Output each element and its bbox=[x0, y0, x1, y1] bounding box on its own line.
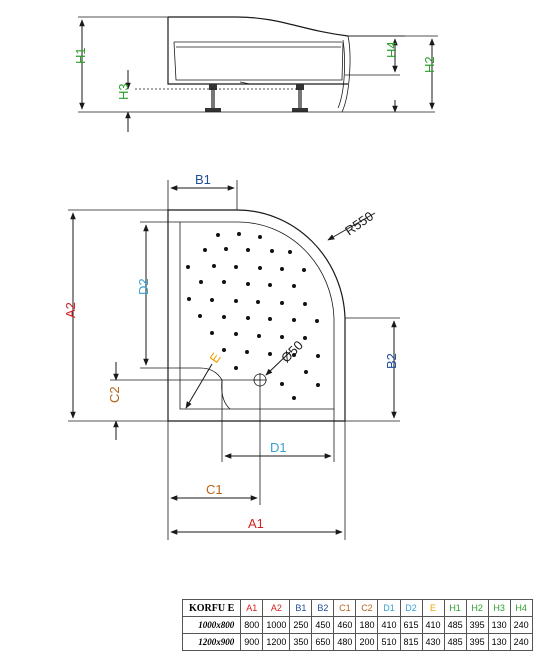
label-b2: B2 bbox=[384, 353, 399, 369]
col-a1: A1 bbox=[240, 599, 264, 617]
table-row: 1000x800 800 1000 250 450 460 180 410 61… bbox=[181, 616, 533, 634]
adjustable-leg bbox=[205, 84, 221, 112]
label-h3: H3 bbox=[116, 83, 131, 100]
table-cell: 450 bbox=[311, 616, 335, 634]
label-h1: H1 bbox=[73, 47, 88, 64]
label-h2: H2 bbox=[422, 56, 437, 73]
label-a2: A2 bbox=[63, 302, 78, 318]
adjustable-leg bbox=[292, 84, 308, 112]
table-cell: 800 bbox=[240, 616, 264, 634]
table-cell: 350 bbox=[289, 633, 313, 651]
table-cell: 1000 bbox=[262, 616, 291, 634]
table-cell: 410 bbox=[421, 616, 445, 634]
label-h4: H4 bbox=[384, 41, 399, 58]
table-cell: 395 bbox=[465, 616, 489, 634]
table-header-row: KORFU E A1 A2 B1 B2 C1 C2 D1 D2 E H1 H2 … bbox=[181, 599, 533, 617]
dimensions-table: KORFU E A1 A2 B1 B2 C1 C2 D1 D2 E H1 H2 … bbox=[181, 599, 533, 651]
table-cell: 240 bbox=[509, 633, 533, 651]
side-view bbox=[78, 16, 438, 132]
technical-drawing: H1 H3 H4 H2 bbox=[63, 16, 438, 540]
table-cell: 615 bbox=[399, 616, 423, 634]
row-size: 1000x800 bbox=[181, 616, 242, 634]
table-cell: 250 bbox=[289, 616, 313, 634]
col-a2: A2 bbox=[262, 599, 291, 617]
row-size: 1200x900 bbox=[181, 633, 242, 651]
label-d2: D2 bbox=[136, 278, 151, 295]
label-r550: R550 bbox=[342, 208, 376, 238]
table-cell: 430 bbox=[421, 633, 445, 651]
col-h1: H1 bbox=[443, 599, 467, 617]
table-cell: 240 bbox=[509, 616, 533, 634]
col-c2: C2 bbox=[355, 599, 379, 617]
table-cell: 650 bbox=[311, 633, 335, 651]
table-row: 1200x900 900 1200 350 650 480 200 510 81… bbox=[181, 633, 533, 651]
col-d2: D2 bbox=[399, 599, 423, 617]
col-d1: D1 bbox=[377, 599, 401, 617]
label-phi50: Ø50 bbox=[278, 338, 306, 366]
plan-view bbox=[68, 180, 400, 540]
label-d1: D1 bbox=[270, 440, 287, 455]
col-b1: B1 bbox=[289, 599, 313, 617]
col-b2: B2 bbox=[311, 599, 335, 617]
col-e: E bbox=[421, 599, 445, 617]
table-cell: 510 bbox=[377, 633, 401, 651]
table-cell: 200 bbox=[355, 633, 379, 651]
col-h4: H4 bbox=[509, 599, 533, 617]
label-e: E bbox=[206, 350, 223, 366]
col-h3: H3 bbox=[487, 599, 511, 617]
table-cell: 410 bbox=[377, 616, 401, 634]
table-cell: 480 bbox=[333, 633, 357, 651]
table-cell: 815 bbox=[399, 633, 423, 651]
label-c2: C2 bbox=[107, 386, 122, 403]
table-cell: 130 bbox=[487, 633, 511, 651]
col-h2: H2 bbox=[465, 599, 489, 617]
table-cell: 485 bbox=[443, 633, 467, 651]
table-cell: 1200 bbox=[262, 633, 291, 651]
table-cell: 180 bbox=[355, 616, 379, 634]
label-c1: C1 bbox=[206, 482, 223, 497]
table-cell: 485 bbox=[443, 616, 467, 634]
table-cell: 460 bbox=[333, 616, 357, 634]
table-cell: 395 bbox=[465, 633, 489, 651]
table-cell: 130 bbox=[487, 616, 511, 634]
model-name: KORFU E bbox=[181, 599, 242, 617]
table-cell: 900 bbox=[240, 633, 264, 651]
label-b1: B1 bbox=[195, 172, 211, 187]
anti-slip-dots bbox=[186, 232, 320, 400]
label-a1: A1 bbox=[248, 516, 264, 531]
col-c1: C1 bbox=[333, 599, 357, 617]
